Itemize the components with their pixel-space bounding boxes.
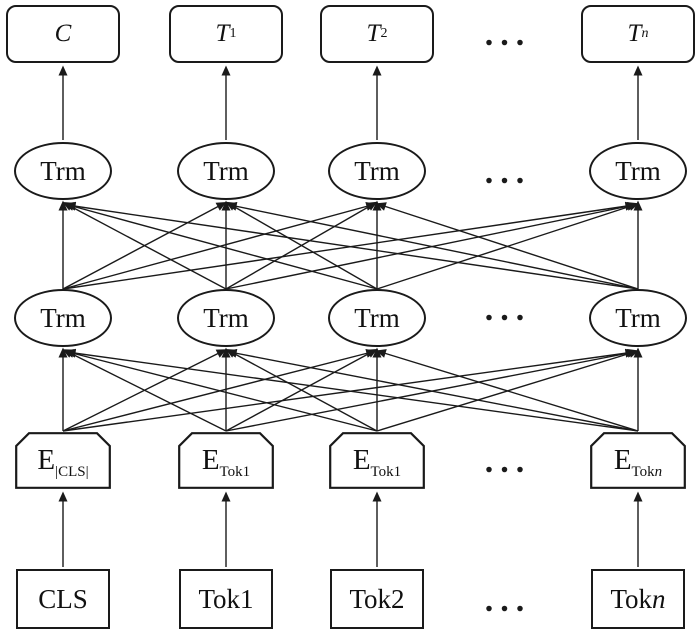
output-sub: 2 bbox=[380, 26, 388, 41]
ellipsis-tokens: ... bbox=[484, 582, 532, 619]
token-label: Tok1 bbox=[198, 583, 254, 614]
embedding-node-tokn: ETokn bbox=[590, 432, 686, 489]
ellipsis-encoder1: ... bbox=[484, 291, 532, 328]
output-label: T bbox=[366, 20, 381, 47]
encoder2-node-n: Trm bbox=[589, 142, 687, 200]
embedding-node-tok1: ETok1 bbox=[178, 432, 274, 489]
output-label: T bbox=[627, 20, 642, 47]
encoder2-node-3: Trm bbox=[328, 142, 426, 200]
embedding-shape bbox=[590, 432, 686, 489]
embedding-label: E bbox=[352, 444, 371, 476]
ellipsis-encoder2: ... bbox=[484, 154, 532, 191]
embedding-shape bbox=[178, 432, 274, 489]
embedding-label: E bbox=[613, 444, 632, 476]
embedding-shape bbox=[15, 432, 111, 489]
output-sub: 1 bbox=[229, 26, 237, 41]
ellipsis-outputs: ... bbox=[484, 16, 532, 53]
embedding-sub: Tok1 bbox=[370, 464, 402, 480]
embedding-label: E bbox=[37, 444, 56, 476]
token-label-italic: n bbox=[652, 583, 666, 614]
embedding-sub: Tok1 bbox=[219, 464, 251, 480]
trm-label: Trm bbox=[40, 302, 86, 333]
trm-label: Trm bbox=[203, 302, 249, 333]
token-label: Tok2 bbox=[349, 583, 405, 614]
encoder2-node-2: Trm bbox=[177, 142, 275, 200]
embedding-shape bbox=[329, 432, 425, 489]
token-node-tok2: Tok2 bbox=[330, 569, 424, 629]
embedding-node-cls: E|CLS| bbox=[15, 432, 111, 489]
ellipsis-embeddings: ... bbox=[484, 443, 532, 480]
trm-label: Trm bbox=[615, 302, 661, 333]
trm-label: Trm bbox=[203, 155, 249, 186]
token-label: CLS bbox=[38, 583, 88, 614]
token-label: Tok bbox=[610, 583, 653, 614]
output-node-c: C bbox=[6, 5, 120, 63]
encoder1-node-n: Trm bbox=[589, 289, 687, 347]
embedding-node-tok2: ETok1 bbox=[329, 432, 425, 489]
trm-label: Trm bbox=[354, 155, 400, 186]
token-node-tok1: Tok1 bbox=[179, 569, 273, 629]
trm-label: Trm bbox=[615, 155, 661, 186]
output-sub-italic: n bbox=[641, 26, 649, 41]
output-label: T bbox=[215, 20, 230, 47]
token-node-cls: CLS bbox=[16, 569, 110, 629]
trm-label: Trm bbox=[354, 302, 400, 333]
encoder1-node-2: Trm bbox=[177, 289, 275, 347]
embedding-sub: Tok bbox=[631, 464, 655, 480]
encoder1-node-1: Trm bbox=[14, 289, 112, 347]
embedding-sub-italic: n bbox=[654, 464, 663, 480]
trm-label: Trm bbox=[40, 155, 86, 186]
embedding-sub: |CLS| bbox=[55, 464, 89, 480]
encoder2-node-1: Trm bbox=[14, 142, 112, 200]
output-label: C bbox=[54, 20, 72, 47]
embedding-label: E bbox=[201, 444, 220, 476]
encoder1-node-3: Trm bbox=[328, 289, 426, 347]
